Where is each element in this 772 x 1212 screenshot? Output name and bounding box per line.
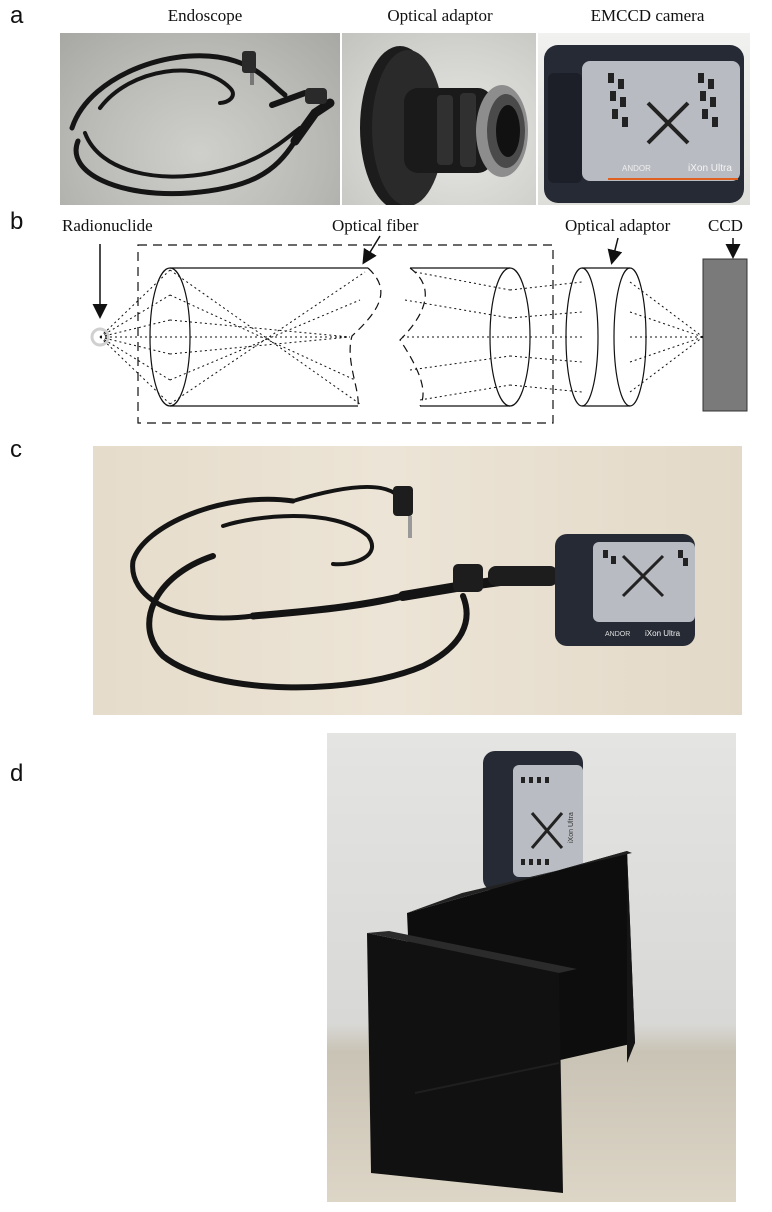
optical-adaptor-photo (342, 33, 536, 205)
shielding-box-photo: iXon Ultra (327, 733, 736, 1202)
camera-model-label: iXon Ultra (688, 163, 732, 174)
shield-camera-model: iXon Ultra (568, 812, 575, 843)
endoscope-drawing (69, 51, 335, 197)
fiber-arrow (362, 235, 381, 265)
fiber-segment-right (399, 267, 510, 407)
emccd-camera-photo: ANDOR iXon Ultra (538, 33, 750, 205)
endoscope-boundary (137, 244, 554, 424)
panel-letter-c: c (10, 436, 22, 463)
label-radionuclide: Radionuclide (62, 216, 153, 235)
assembled-system-photo: ANDOR iXon Ultra (93, 446, 742, 715)
optical-path-diagram (90, 235, 748, 424)
caption-emccd-camera: EMCCD camera (590, 6, 705, 25)
assembly-camera-brand: ANDOR (605, 631, 630, 638)
adaptor-lens-pair (565, 267, 647, 407)
light-rays (99, 269, 704, 405)
panel-letter-b: b (10, 208, 24, 235)
panel-letter-a: a (10, 2, 24, 29)
assembled-system-drawing: ANDOR iXon Ultra (130, 485, 695, 691)
label-ccd: CCD (708, 216, 743, 235)
adaptor-arrow (607, 237, 623, 265)
fiber-segment-left (170, 267, 382, 407)
camera-brand-label: ANDOR (622, 164, 651, 173)
assembly-camera-model: iXon Ultra (645, 629, 681, 638)
endoscope-photo (60, 33, 340, 205)
panel-letter-d: d (10, 760, 24, 787)
shielding-box-drawing: iXon Ultra (367, 751, 635, 1193)
caption-optical-adaptor: Optical adaptor (387, 6, 493, 25)
optical-adaptor-drawing (360, 46, 528, 205)
emccd-camera-drawing: ANDOR iXon Ultra (544, 45, 744, 203)
label-optical-adaptor: Optical adaptor (565, 216, 671, 235)
caption-endoscope: Endoscope (167, 6, 243, 25)
label-optical-fiber: Optical fiber (332, 216, 419, 235)
ccd-sensor (702, 258, 748, 412)
